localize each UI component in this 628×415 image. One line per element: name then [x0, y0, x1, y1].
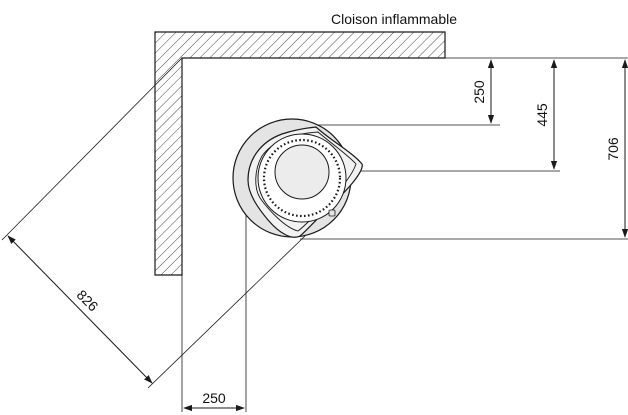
dimension-826-label: 826 — [74, 287, 102, 315]
dimension-250-vertical: 250 — [471, 59, 495, 124]
dimension-250-horizontal-label: 250 — [202, 390, 226, 406]
dimension-706-label: 706 — [605, 137, 621, 161]
dimension-445: 445 — [534, 59, 558, 170]
dimension-250-horizontal: 250 — [183, 390, 245, 412]
stove-top-view — [232, 118, 363, 238]
dimension-706: 706 — [605, 59, 628, 238]
wall-label: Cloison inflammable — [331, 11, 457, 27]
dimension-250-vertical-label: 250 — [471, 80, 487, 104]
extension-lines — [1, 57, 628, 412]
dimension-445-label: 445 — [534, 103, 550, 127]
dimension-826: 826 — [7, 235, 153, 384]
